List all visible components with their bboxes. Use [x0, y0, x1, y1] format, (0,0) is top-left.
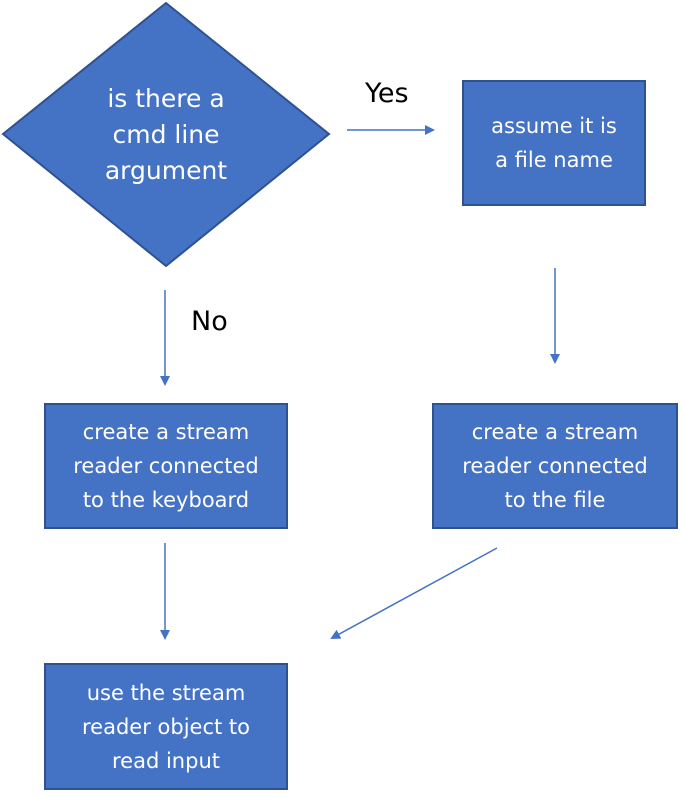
process-assume-file-name: assume it is a file name [462, 80, 646, 206]
arrow-file-to-read [330, 547, 498, 639]
process-file-reader: create a stream reader connected to the … [432, 403, 678, 529]
decision-diamond [1, 1, 331, 268]
yes-label: Yes [365, 78, 409, 109]
no-label: No [191, 306, 228, 337]
process-keyboard-reader: create a stream reader connected to the … [44, 403, 288, 529]
decision-text: is there a cmd line argument [104, 84, 228, 185]
process-read-input: use the stream reader object to read inp… [44, 663, 288, 790]
